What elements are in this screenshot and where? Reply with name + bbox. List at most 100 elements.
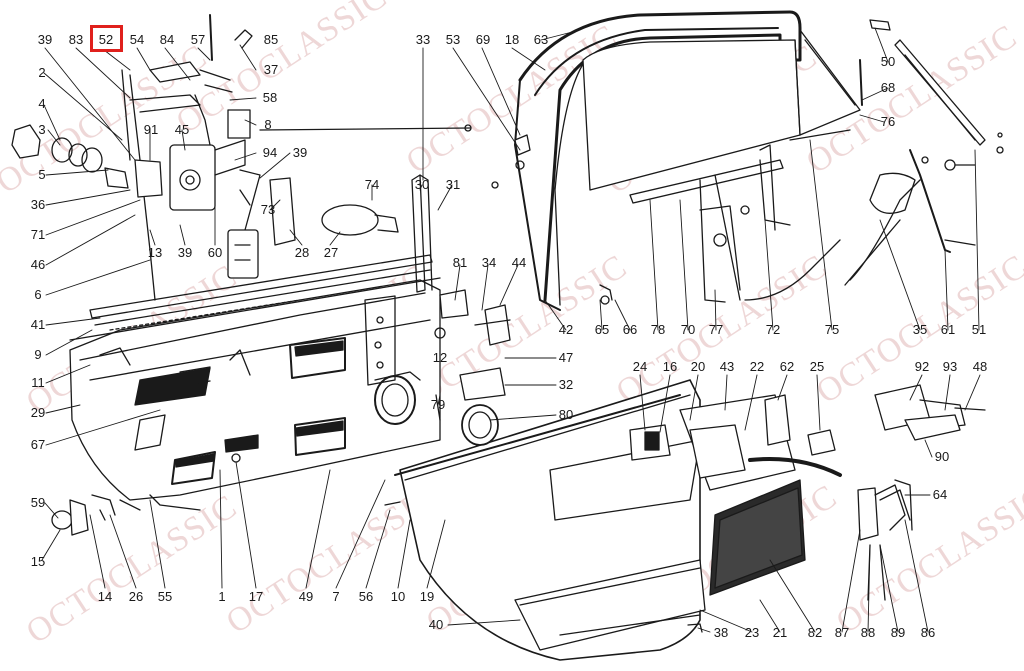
part-label-16: 16 xyxy=(662,359,678,374)
part-label-40: 40 xyxy=(428,617,444,632)
part-label-46: 46 xyxy=(30,257,46,272)
part-label-66: 66 xyxy=(622,322,638,337)
part-label-34: 34 xyxy=(481,255,497,270)
part-label-49: 49 xyxy=(298,589,314,604)
part-label-44: 44 xyxy=(511,255,527,270)
part-label-8: 8 xyxy=(264,117,272,132)
part-label-14: 14 xyxy=(97,589,113,604)
part-label-82: 82 xyxy=(807,625,823,640)
part-label-39: 39 xyxy=(177,245,193,260)
quarter-frame xyxy=(844,19,1004,286)
part-label-74: 74 xyxy=(364,177,380,192)
hinge-assembly xyxy=(857,479,913,601)
part-label-61: 61 xyxy=(940,322,956,337)
part-label-80: 80 xyxy=(558,407,574,422)
part-label-67: 67 xyxy=(30,437,46,452)
part-label-23: 23 xyxy=(744,625,760,640)
part-label-83: 83 xyxy=(68,32,84,47)
leader-lines xyxy=(41,27,981,633)
part-label-50: 50 xyxy=(880,54,896,69)
part-label-91: 91 xyxy=(143,122,159,137)
part-label-10: 10 xyxy=(390,589,406,604)
part-label-31: 31 xyxy=(445,177,461,192)
part-label-26: 26 xyxy=(128,589,144,604)
part-label-1: 1 xyxy=(218,589,226,604)
part-label-94: 94 xyxy=(262,145,278,160)
mirror-74 xyxy=(321,204,399,236)
part-label-4: 4 xyxy=(38,96,46,111)
part-label-64: 64 xyxy=(932,487,948,502)
part-label-65: 65 xyxy=(594,322,610,337)
part-label-73: 73 xyxy=(260,202,276,217)
part-label-18: 18 xyxy=(504,32,520,47)
part-label-63: 63 xyxy=(533,32,549,47)
part-label-70: 70 xyxy=(680,322,696,337)
part-label-87: 87 xyxy=(834,625,850,640)
part-label-12: 12 xyxy=(432,350,448,365)
part-label-52: 52 xyxy=(98,32,114,47)
door-trim-panel xyxy=(394,379,842,661)
part-label-13: 13 xyxy=(147,245,163,260)
part-label-86: 86 xyxy=(920,625,936,640)
part-label-25: 25 xyxy=(809,359,825,374)
part-label-28: 28 xyxy=(294,245,310,260)
part-label-68: 68 xyxy=(880,80,896,95)
part-label-35: 35 xyxy=(912,322,928,337)
part-label-47: 47 xyxy=(558,350,574,365)
part-label-57: 57 xyxy=(190,32,206,47)
part-label-17: 17 xyxy=(248,589,264,604)
part-label-32: 32 xyxy=(558,377,574,392)
part-label-27: 27 xyxy=(323,245,339,260)
part-label-79: 79 xyxy=(430,397,446,412)
part-label-84: 84 xyxy=(159,32,175,47)
part-label-5: 5 xyxy=(38,167,46,182)
part-label-54: 54 xyxy=(129,32,145,47)
window-frame xyxy=(514,10,861,311)
part-label-29: 29 xyxy=(30,405,46,420)
part-label-62: 62 xyxy=(779,359,795,374)
part-label-21: 21 xyxy=(772,625,788,640)
part-label-11: 11 xyxy=(31,375,45,390)
part-label-15: 15 xyxy=(30,554,46,569)
part-label-39: 39 xyxy=(292,145,308,160)
lock-mechanism xyxy=(121,14,472,301)
part-label-75: 75 xyxy=(824,322,840,337)
part-label-33: 33 xyxy=(415,32,431,47)
part-label-7: 7 xyxy=(332,589,340,604)
part-label-9: 9 xyxy=(34,347,42,362)
part-label-42: 42 xyxy=(558,322,574,337)
part-label-37: 37 xyxy=(263,62,279,77)
part-label-41: 41 xyxy=(30,317,46,332)
part-label-39: 39 xyxy=(37,32,53,47)
part-label-92: 92 xyxy=(914,359,930,374)
part-label-76: 76 xyxy=(880,114,896,129)
highlight-box-52 xyxy=(90,25,123,52)
part-label-69: 69 xyxy=(475,32,491,47)
part-label-48: 48 xyxy=(972,359,988,374)
part-label-78: 78 xyxy=(650,322,666,337)
mirror-assembly xyxy=(874,384,986,441)
part-label-36: 36 xyxy=(30,197,46,212)
part-label-22: 22 xyxy=(749,359,765,374)
part-label-71: 71 xyxy=(30,227,46,242)
part-label-77: 77 xyxy=(708,322,724,337)
sealing-strips xyxy=(69,254,441,341)
part-label-88: 88 xyxy=(860,625,876,640)
door-handle xyxy=(11,124,129,189)
part-label-89: 89 xyxy=(890,625,906,640)
part-label-45: 45 xyxy=(174,122,190,137)
part-label-24: 24 xyxy=(632,359,648,374)
part-label-20: 20 xyxy=(690,359,706,374)
part-label-72: 72 xyxy=(765,322,781,337)
part-label-2: 2 xyxy=(38,65,46,80)
part-label-58: 58 xyxy=(262,90,278,105)
part-label-85: 85 xyxy=(263,32,279,47)
part-label-6: 6 xyxy=(34,287,42,302)
part-label-3: 3 xyxy=(38,122,46,137)
part-label-30: 30 xyxy=(414,177,430,192)
lower-left-parts xyxy=(51,494,141,536)
part-label-60: 60 xyxy=(207,245,223,260)
part-label-43: 43 xyxy=(719,359,735,374)
